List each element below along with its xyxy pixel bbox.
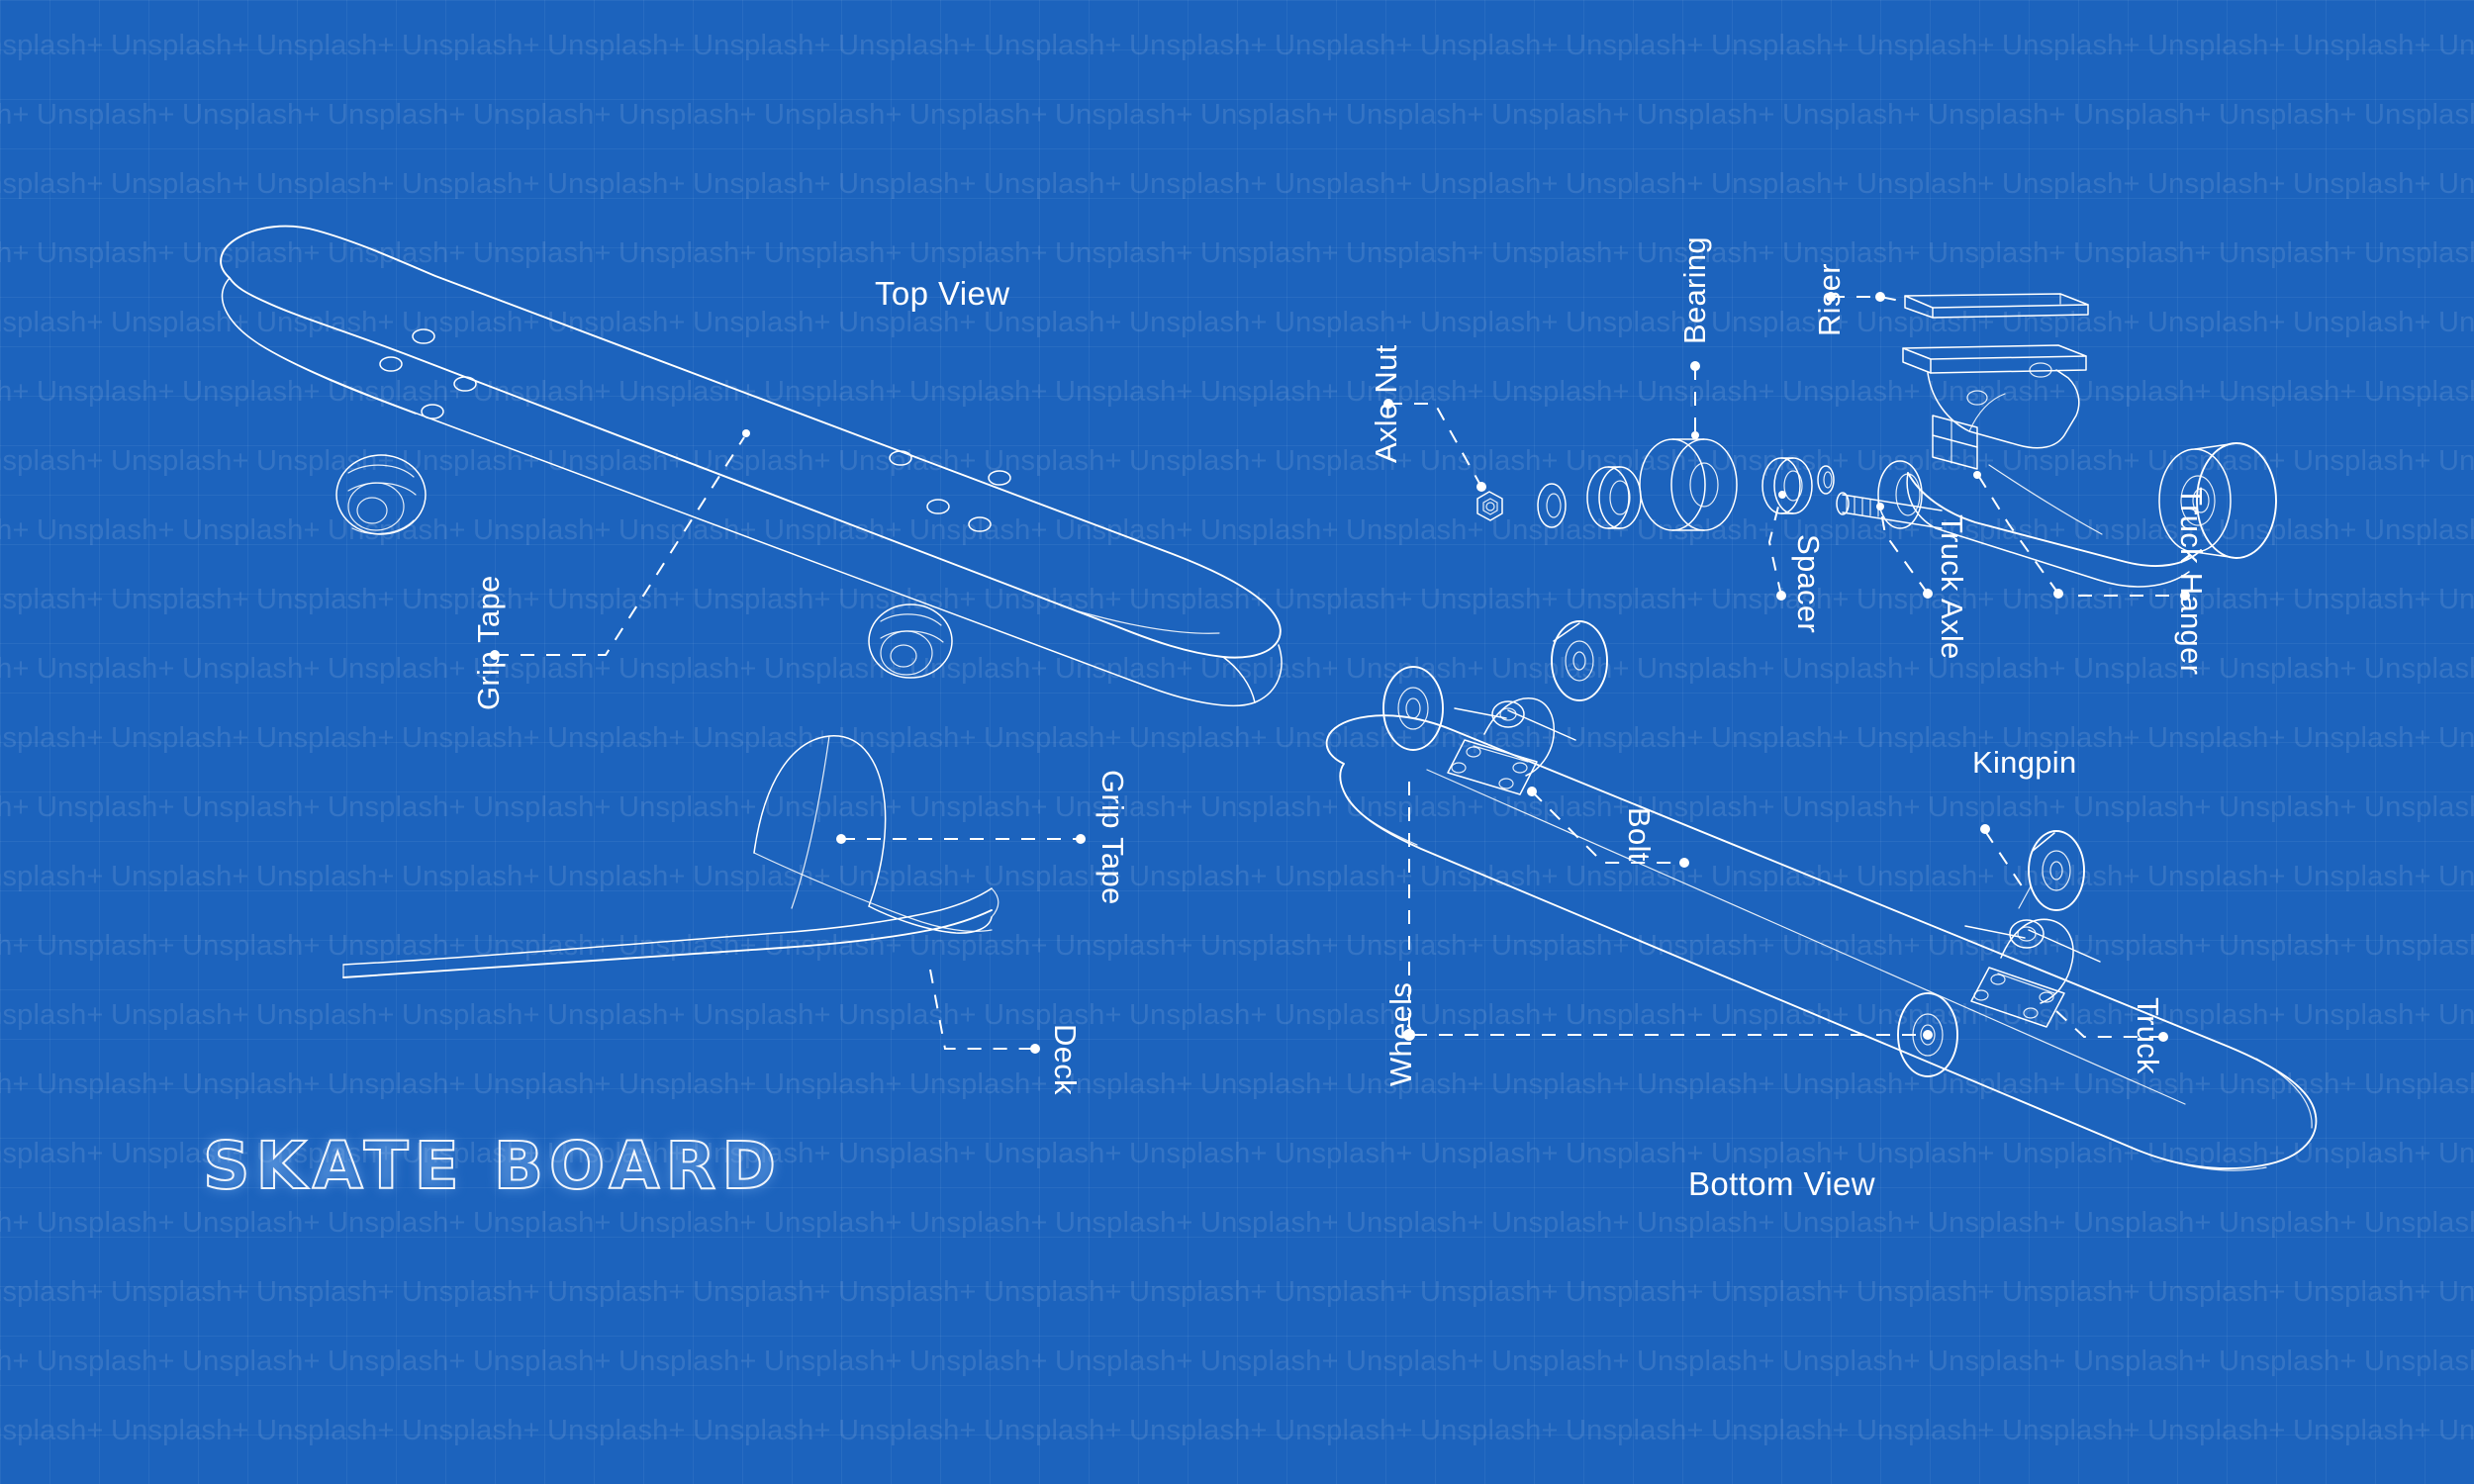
label-axle-nut: Axle Nut (1369, 344, 1403, 463)
label-truck: Truck (2131, 997, 2165, 1074)
part-bearing-large (1639, 438, 1738, 531)
side-view-deck-drawing (342, 735, 1086, 1054)
label-bearing: Bearing (1677, 236, 1712, 344)
bottom-view-board-drawing (1325, 620, 2318, 1171)
part-bearing-second (1761, 457, 1813, 514)
label-riser: Riser (1812, 263, 1847, 336)
label-kingpin: Kingpin (1972, 745, 2077, 780)
part-wheel-mounted (2158, 442, 2277, 559)
top-view-deck-drawing (220, 225, 1283, 707)
part-axle-nut (1476, 491, 1503, 521)
label-wheels: Wheels (1383, 981, 1418, 1086)
top-view-wheel-rear (335, 454, 427, 535)
part-washer (1537, 483, 1567, 528)
part-spacer-ring (1817, 465, 1835, 495)
top-view-wheel-front (868, 603, 953, 679)
label-truck-hanger: Truck Hanger (2174, 487, 2209, 676)
label-truck-axle: Truck Axle (1935, 514, 1969, 660)
page-title: SKATE BOARD (202, 1127, 783, 1205)
bottom-view-title: Bottom View (1688, 1165, 1876, 1202)
part-bearing-outer-small (1586, 466, 1642, 529)
part-riser-pad (1904, 293, 2089, 319)
label-grip-tape-side-view: Grip Tape (1095, 770, 1130, 905)
label-bolt: Bolt (1622, 807, 1657, 862)
label-spacer: Spacer (1791, 534, 1826, 634)
label-deck: Deck (1048, 1024, 1083, 1095)
top-view-title: Top View (875, 275, 1010, 312)
exploded-truck-assembly-drawing (1383, 292, 2277, 601)
label-grip-tape-top-view: Grip Tape (471, 575, 506, 710)
bottom-view-truck-rear (1382, 620, 1608, 795)
part-truck-baseplate (1836, 344, 2277, 588)
